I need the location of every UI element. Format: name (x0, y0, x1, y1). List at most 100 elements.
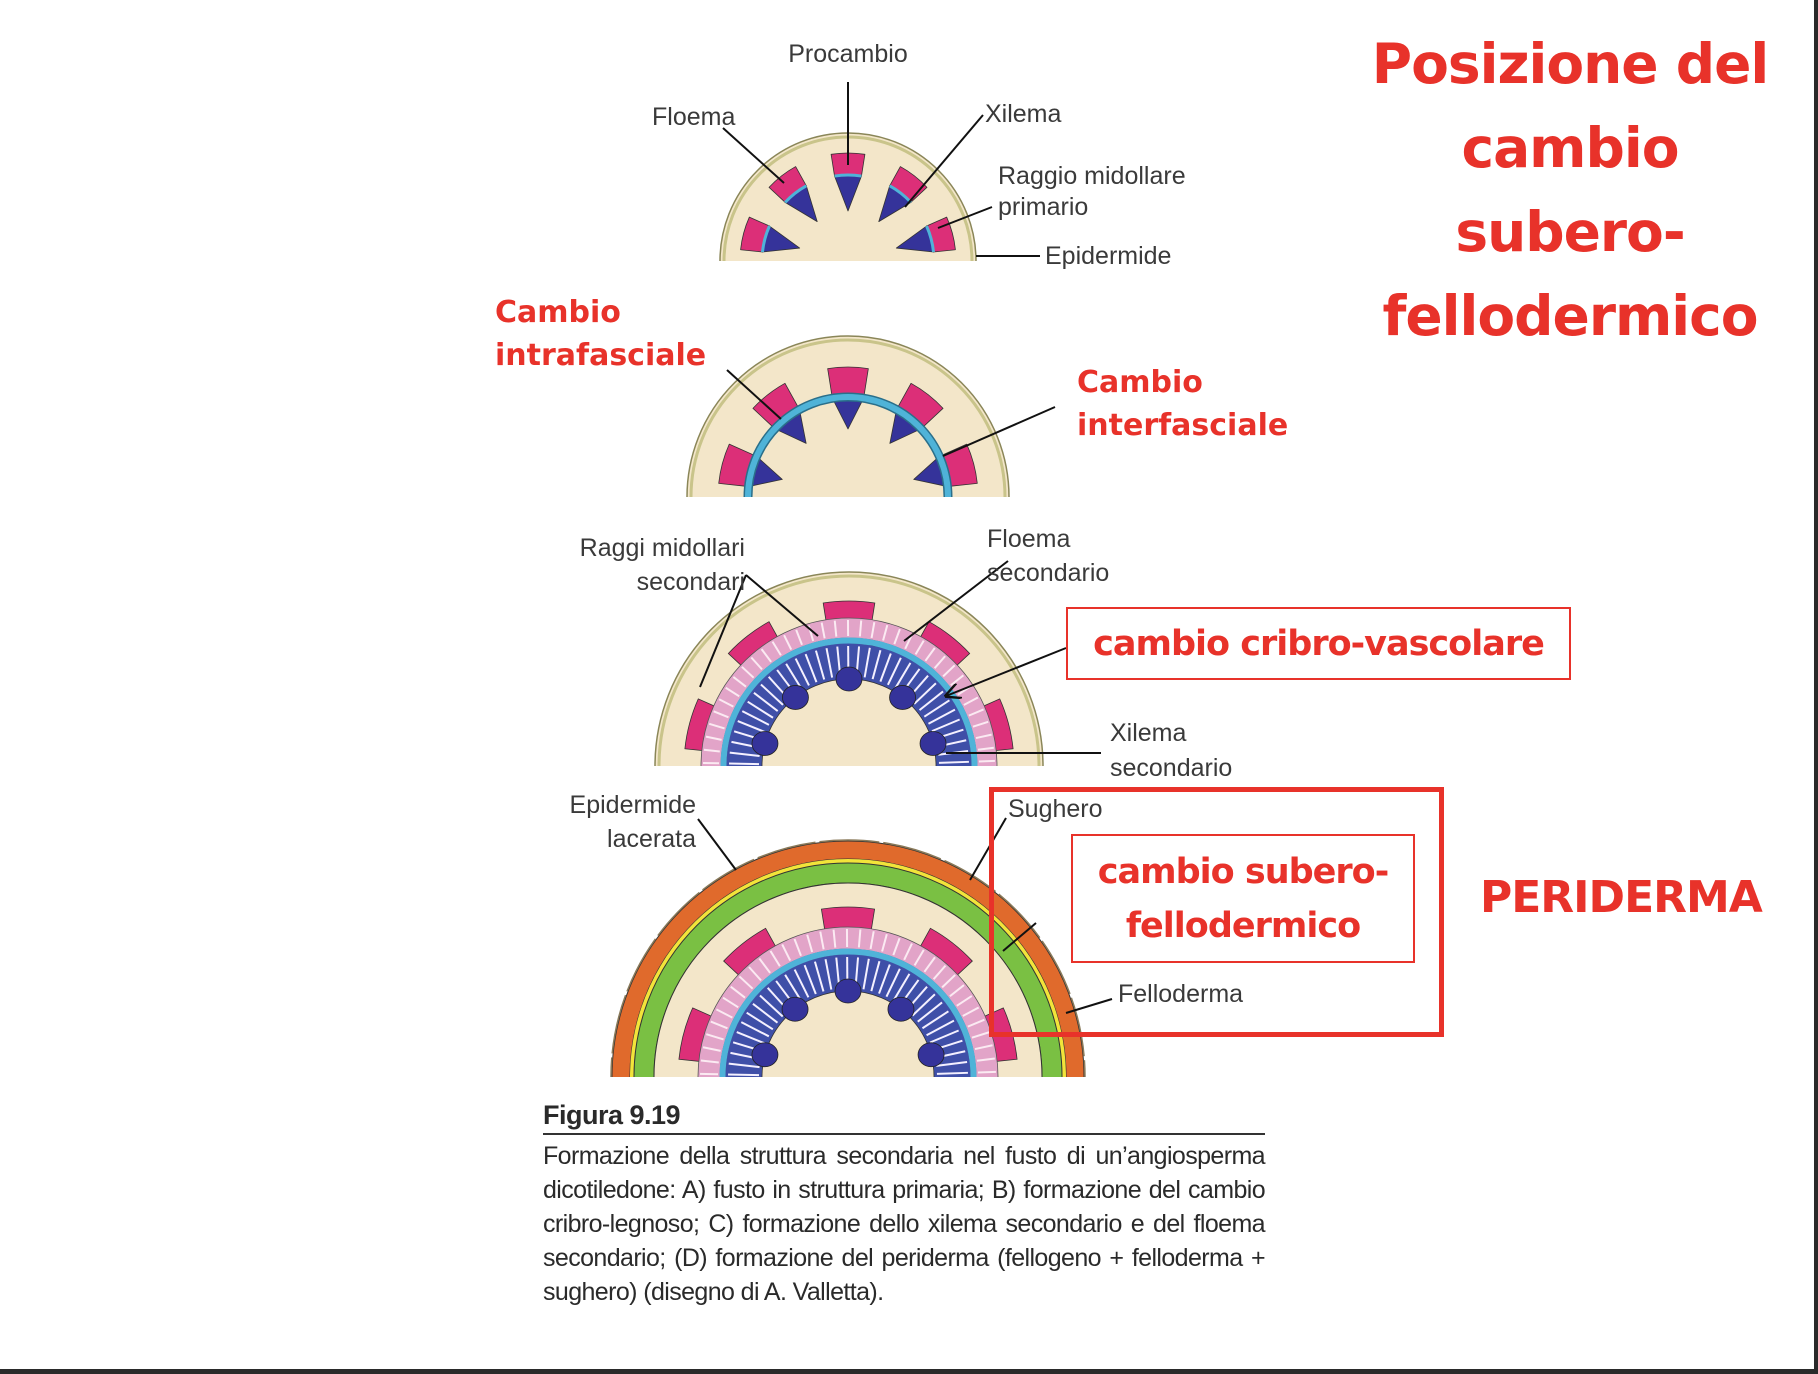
phloem-ray (700, 1059, 719, 1064)
phloem-ray (832, 929, 837, 948)
phloem-ray (758, 957, 771, 974)
leader-sughero (969, 817, 1007, 881)
label-felloderma: Felloderma (1118, 980, 1243, 1008)
label-procambio: Procambio (788, 40, 908, 68)
xylem-ray (729, 762, 760, 766)
phloem-ray (923, 956, 936, 973)
xylem-ray (804, 653, 818, 683)
phloem-ray (972, 720, 989, 728)
leader-raggi-2 (745, 574, 819, 637)
phloem-ray (941, 974, 956, 989)
phloem-ray (977, 746, 994, 751)
xylem-ray (936, 1071, 968, 1075)
xylem-ray (760, 683, 784, 706)
xylem-ray (886, 657, 902, 686)
label-raggio-2: primario (998, 193, 1088, 221)
annotation-intra-2: intrafasciale (495, 338, 706, 373)
phloem-ray (713, 710, 729, 719)
xylem-ray (879, 653, 892, 682)
xylem-ray (931, 718, 961, 733)
leader-felloderma (1065, 998, 1113, 1014)
phloem-ray (892, 937, 901, 956)
label-epidermide-lacerata-2: lacerata (607, 825, 696, 853)
primary-xylem-pole (919, 731, 947, 756)
xylem-ray (813, 961, 825, 992)
diagram-d-periderm (610, 839, 1086, 1077)
leader-xilema (904, 114, 984, 208)
torn-epidermis (610, 839, 1086, 1077)
xylem-ray (936, 1060, 968, 1067)
epidermis-inner (657, 574, 1041, 766)
xylem-ray (862, 958, 870, 990)
phloem-ray (933, 655, 946, 669)
xylem-ray (911, 993, 936, 1017)
procambium-line (925, 225, 936, 253)
phloem-ray (881, 933, 888, 952)
periderma-label: PERIDERMA (1480, 872, 1763, 923)
xylem-ray (737, 720, 766, 734)
epidermis-inner (689, 338, 1007, 497)
xylem-ray (894, 662, 912, 690)
leader-raggio (937, 206, 993, 229)
xylem-ray (785, 663, 803, 690)
phloem-ray (710, 1020, 728, 1030)
phloem-ray (858, 620, 863, 637)
phloem-ray (870, 622, 876, 639)
primary-xylem-pole (751, 731, 779, 756)
phloem-ray (833, 620, 838, 637)
window-border-right (1814, 0, 1818, 1374)
xylem-ray (825, 647, 834, 678)
diagram-c-secondary-tissues (654, 571, 1044, 766)
title-line: cambio (1461, 116, 1679, 180)
diagram-b-cambium-formation (686, 335, 1010, 497)
primary-xylem-pole (917, 1042, 945, 1068)
phloem-ray (795, 629, 803, 646)
primary-xylem-pole (887, 996, 915, 1022)
primary-xylem-pole (834, 978, 862, 1004)
xylem-ray (927, 708, 956, 725)
phloem-ray (732, 676, 747, 688)
xylem-ray (885, 968, 901, 998)
phloem-ray (738, 975, 754, 990)
annotation-inter-1: Cambio (1077, 365, 1203, 400)
phloem-ray (703, 748, 720, 753)
window-border-bottom (0, 1369, 1818, 1374)
phloem-ray (769, 950, 781, 967)
primary-xylem-pole (889, 685, 916, 710)
leader-intrafasciale (726, 369, 782, 420)
phloem-ray (722, 996, 739, 1009)
xylem-ray (752, 1002, 779, 1024)
phloem-ray (913, 949, 925, 966)
phloem-ray (820, 622, 826, 639)
phloem-ray (748, 966, 762, 982)
phloem-ray (903, 943, 913, 961)
phloem-ray (942, 664, 956, 678)
leader-floema-sec (903, 560, 1009, 642)
label-floema-sec-2: secondario (987, 559, 1109, 587)
xylem-ray (938, 760, 969, 764)
xylem-ray (728, 1062, 760, 1069)
xylem-ray (917, 1001, 943, 1023)
cambium-ring (745, 394, 951, 497)
title-line: Posizione del (1371, 32, 1769, 96)
primary-xylem-pole (782, 685, 809, 710)
xylem-ray (753, 691, 779, 712)
phloem-ray (706, 1033, 724, 1041)
vascular-cambium (719, 948, 977, 1077)
leader-subero (1002, 922, 1037, 952)
xylem-ray (747, 700, 774, 719)
label-epidermide-lacerata-1: Epidermide (570, 791, 696, 819)
xylem-ray (870, 960, 881, 992)
xylem-ray (871, 649, 882, 680)
title-line: fellodermico (1382, 284, 1758, 348)
phloem-ray (741, 666, 755, 679)
phloem-ray (893, 628, 901, 645)
cambio-subero-fellodermico-box: cambio subero- fellodermico (1071, 834, 1415, 963)
phloem-ray (793, 938, 802, 957)
label-raggio-1: Raggio midollare (998, 162, 1186, 190)
figure-caption: Figura 9.19 Formazione della struttura s… (543, 1100, 1266, 1309)
annotation-intra-1: Cambio (495, 295, 621, 330)
phloem-ray (963, 696, 979, 706)
phloem-ray (976, 1057, 995, 1062)
